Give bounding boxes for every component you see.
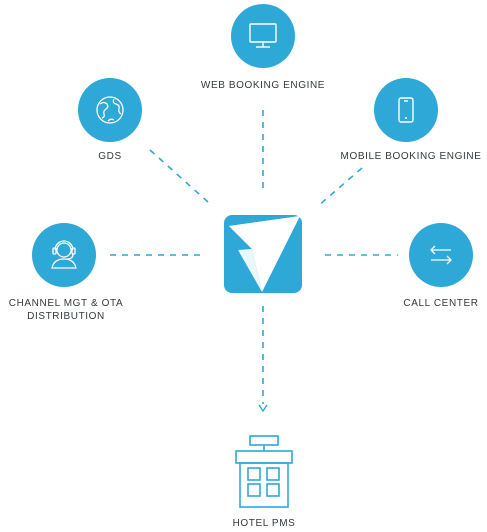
channel-mgt-label-line1: CHANNEL MGT & OTA xyxy=(8,298,124,309)
headset-agent-icon xyxy=(51,240,77,269)
mobile-phone-icon xyxy=(398,97,414,123)
call-center-label: CALL CENTER xyxy=(403,298,479,309)
call-center-node xyxy=(409,223,473,287)
channel-mgt-label-line2: DISTRIBUTION xyxy=(27,311,105,322)
connector-gds xyxy=(149,149,209,203)
monitor-icon xyxy=(249,23,277,48)
connector-hotel-arrowhead xyxy=(258,404,268,413)
hub-logo xyxy=(224,215,302,293)
channel-mgt-label: CHANNEL MGT & OTA DISTRIBUTION xyxy=(9,297,123,323)
web-booking-label: WEB BOOKING ENGINE xyxy=(200,80,326,91)
exchange-arrows-icon xyxy=(430,245,452,265)
gds-node xyxy=(78,78,142,142)
channel-mgt-node xyxy=(32,223,96,287)
connector-mobile xyxy=(317,167,363,207)
mobile-booking-label: MOBILE BOOKING ENGINE xyxy=(340,151,482,162)
hotel-building-icon xyxy=(235,435,293,508)
gds-label: GDS xyxy=(98,151,122,162)
hotel-pms-label: HOTEL PMS xyxy=(232,518,296,529)
paper-plane-logo-icon xyxy=(224,216,300,292)
mobile-booking-node xyxy=(374,78,438,142)
web-booking-node xyxy=(231,4,295,68)
globe-icon xyxy=(96,96,124,124)
